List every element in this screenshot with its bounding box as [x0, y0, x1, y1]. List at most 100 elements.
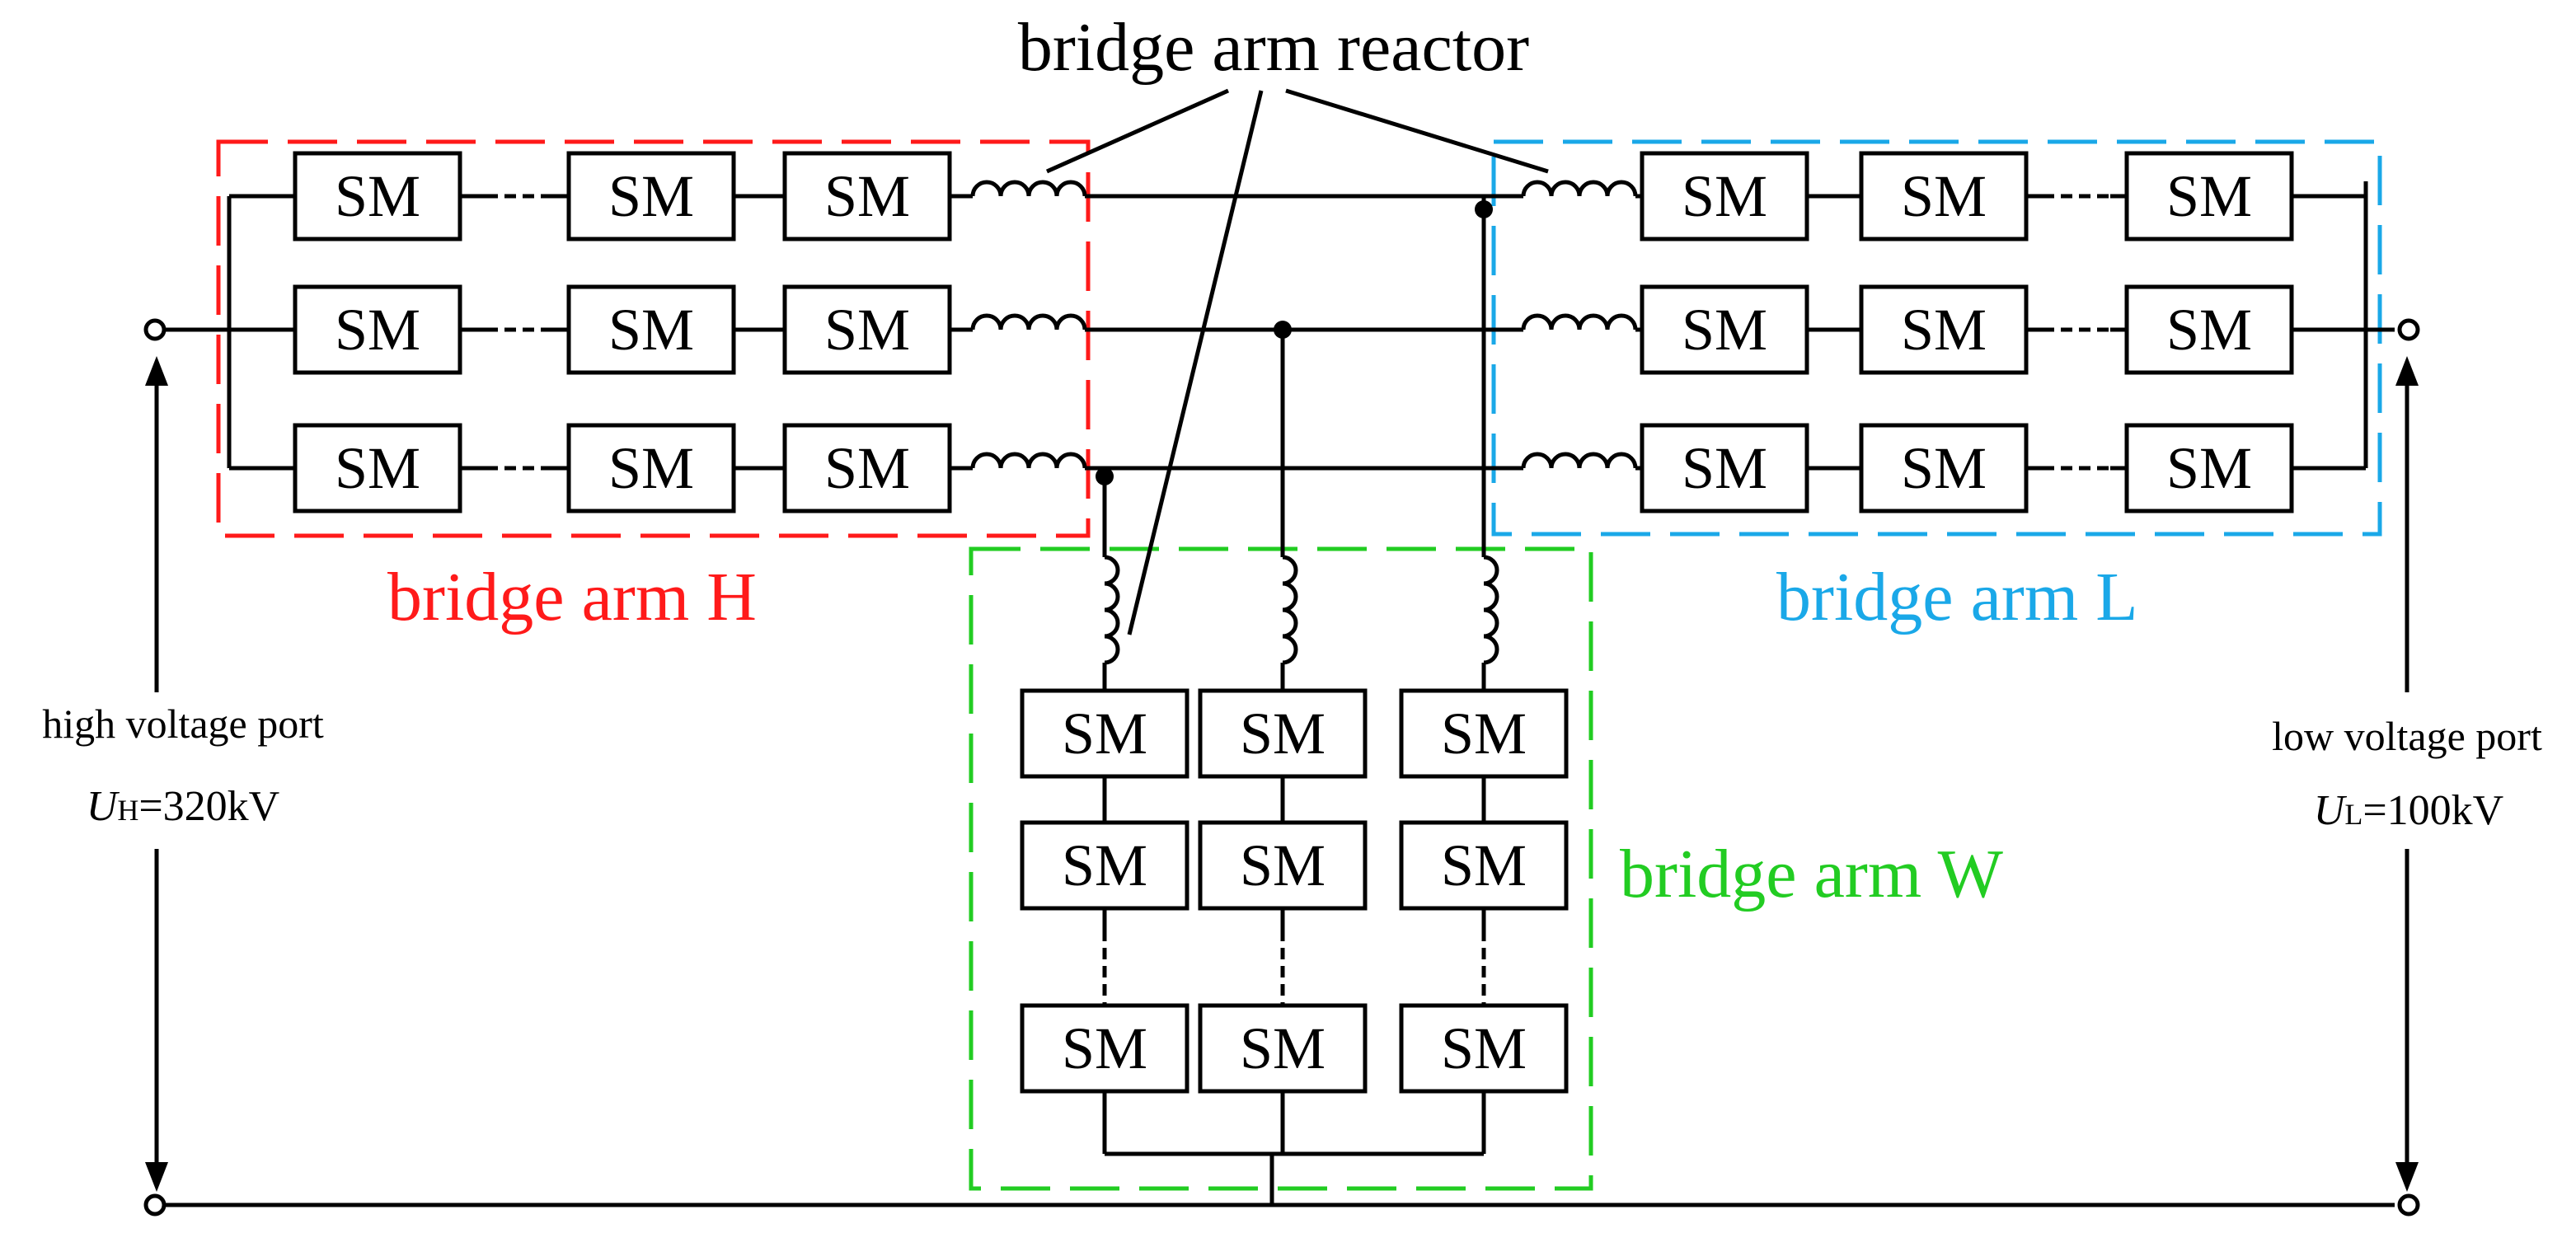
submodule-box	[1020, 688, 1189, 779]
submodule: SM	[566, 284, 736, 375]
submodule-box	[2124, 423, 2294, 513]
submodule-box	[782, 284, 952, 375]
submodule: SM	[1198, 688, 1368, 779]
port-terminal	[143, 318, 167, 341]
submodule-box	[1399, 1003, 1569, 1094]
submodule-label: SM	[1901, 435, 1987, 501]
bridge-arm-h-label: bridge arm H	[387, 559, 757, 635]
submodule-label: SM	[335, 163, 420, 229]
submodule: SM	[2124, 284, 2294, 375]
submodule-box	[1859, 423, 2029, 513]
arrow-head-up	[2395, 356, 2419, 386]
submodule: SM	[1198, 1003, 1368, 1094]
bridge-arm-w: SM SM SM SM SM SM SM SM SM	[1020, 555, 1569, 1205]
submodule-box	[293, 151, 462, 241]
bridge-arm-reactor-label: bridge arm reactor	[1018, 9, 1529, 86]
submodule: SM	[293, 423, 462, 513]
reactor-coil	[1104, 555, 1120, 665]
submodule-label: SM	[608, 297, 694, 363]
submodule-label: SM	[1062, 1015, 1147, 1081]
port-terminal	[143, 1193, 167, 1217]
bridge-arm-l-label: bridge arm L	[1776, 559, 2138, 635]
junction-dot	[1475, 200, 1493, 218]
submodule-label: SM	[1901, 297, 1987, 363]
submodule-label: SM	[2166, 435, 2252, 501]
submodule-label: SM	[1062, 832, 1147, 898]
submodule-label: SM	[608, 163, 694, 229]
low-voltage-port-value: UL=100kV	[2314, 787, 2503, 834]
submodule: SM	[1859, 151, 2029, 241]
reactor-coil	[1521, 180, 1638, 197]
submodule: SM	[1640, 151, 1809, 241]
submodule-box	[293, 284, 462, 375]
submodule-label: SM	[608, 435, 694, 501]
submodule-label: SM	[1682, 435, 1767, 501]
reactor-coil	[970, 180, 1087, 197]
reactor-coil	[970, 313, 1087, 331]
junction-dot	[1096, 467, 1114, 485]
submodule: SM	[1399, 820, 1569, 911]
arrow-head-up	[145, 356, 168, 386]
low-voltage-port-label: low voltage port	[2272, 713, 2542, 759]
submodule-label: SM	[1901, 163, 1987, 229]
port-terminal	[2397, 1193, 2420, 1217]
submodule-box	[1640, 423, 1809, 513]
submodule-box	[1198, 688, 1368, 779]
submodule-label: SM	[824, 163, 910, 229]
high-voltage-symbol: U	[87, 783, 120, 830]
reactor-coil	[1282, 555, 1298, 665]
submodule: SM	[1859, 423, 2029, 513]
submodule: SM	[1198, 820, 1368, 911]
submodule: SM	[293, 151, 462, 241]
interconnect-wires	[1085, 194, 1523, 557]
submodule-label: SM	[2166, 163, 2252, 229]
submodule-box	[2124, 284, 2294, 375]
submodule-box	[1399, 820, 1569, 911]
submodule-box	[1399, 688, 1569, 779]
submodule-box	[782, 151, 952, 241]
reactor-leader-lines	[1045, 88, 1549, 635]
submodule-label: SM	[2166, 297, 2252, 363]
submodule-label: SM	[1441, 1015, 1527, 1081]
reactor-coil	[1521, 313, 1638, 331]
submodule-label: SM	[824, 435, 910, 501]
submodule-label: SM	[335, 297, 420, 363]
reactor-coil	[1483, 555, 1499, 665]
submodule: SM	[2124, 151, 2294, 241]
submodule-box	[566, 284, 736, 375]
port-wiring	[143, 318, 2420, 1217]
bridge-arm-h-outline	[216, 139, 1091, 538]
submodule: SM	[1640, 423, 1809, 513]
submodule: SM	[566, 151, 736, 241]
submodule-label: SM	[1682, 297, 1767, 363]
submodule: SM	[1859, 284, 2029, 375]
submodule: SM	[1640, 284, 1809, 375]
reactor-coil	[1521, 452, 1638, 469]
low-voltage-symbol: U	[2314, 787, 2348, 834]
submodule: SM	[782, 151, 952, 241]
submodule: SM	[566, 423, 736, 513]
submodule: SM	[1020, 820, 1189, 911]
low-voltage-subscript: L	[2344, 798, 2363, 831]
bridge-arm-l-outline	[1491, 139, 2382, 537]
submodule-label: SM	[1682, 163, 1767, 229]
submodule: SM	[293, 284, 462, 375]
low-voltage-value: =100kV	[2363, 787, 2503, 834]
bridge-arm-l: SM SM SM SM SM SM SM SM SM	[1521, 151, 2368, 513]
submodule-box	[1198, 820, 1368, 911]
high-voltage-port-label: high voltage port	[42, 701, 324, 747]
submodule-label: SM	[1441, 701, 1527, 766]
high-voltage-port-value: UH=320kV	[87, 783, 279, 830]
submodule: SM	[1020, 688, 1189, 779]
bridge-arm-h: SM SM SM SM SM SM SM SM SM	[227, 151, 1087, 513]
submodule: SM	[782, 284, 952, 375]
high-voltage-value: =320kV	[138, 783, 279, 830]
submodule-label: SM	[824, 297, 910, 363]
submodule: SM	[2124, 423, 2294, 513]
junction-dot	[1274, 321, 1292, 339]
submodule-label: SM	[1062, 701, 1147, 766]
submodule: SM	[782, 423, 952, 513]
submodule-label: SM	[1240, 832, 1326, 898]
submodule-label: SM	[1240, 701, 1326, 766]
port-terminal	[2397, 318, 2420, 341]
